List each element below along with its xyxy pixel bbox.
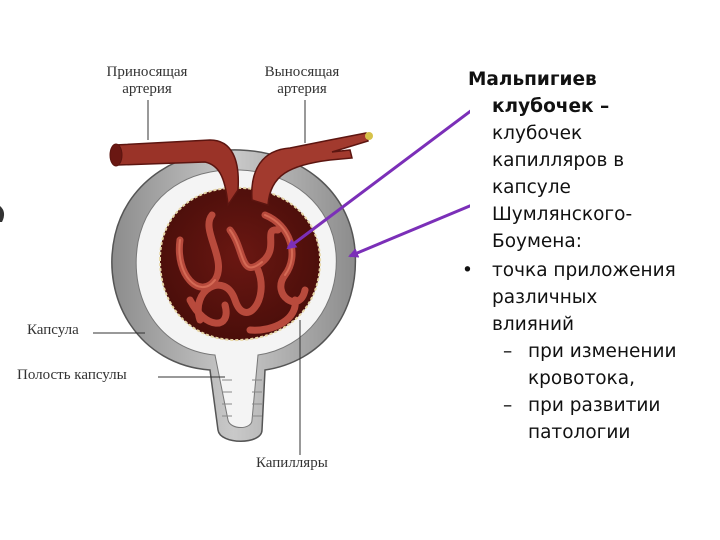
edge-mark (0, 206, 4, 222)
subitem-2-line-1: при развитии (528, 392, 718, 419)
label-capsule: Капсула (27, 322, 79, 339)
subitem-1-line-1: при изменении (528, 338, 718, 365)
bullet-line-3: влияний (492, 311, 718, 338)
efferent-artery-tip (365, 132, 373, 140)
text-panel: Мальпигиев клубочек – клубочек капилляро… (468, 66, 718, 446)
description-line-2: капилляров в (468, 147, 718, 174)
glomerulus-diagram (0, 0, 470, 540)
description-line-1: клубочек (468, 120, 718, 147)
subitem-2-line-2: патологии (528, 419, 718, 446)
arrow-to-glomerulus (288, 101, 470, 248)
label-afferent-artery: Приносящая артерия (92, 64, 202, 98)
label-efferent-artery: Выносящая артерия (252, 64, 352, 98)
description-line-4: Шумлянского- (468, 201, 718, 228)
label-capsule-cavity: Полость капсулы (17, 367, 127, 384)
title-line-1: Мальпигиев (468, 66, 718, 93)
bullet-line-1: точка приложения (492, 257, 718, 284)
subitem-1-line-2: кровотока, (528, 365, 718, 392)
dash-icon: – (503, 392, 512, 419)
bullet-line-2: различных (492, 284, 718, 311)
arrow-to-capsule (350, 200, 470, 256)
bullet-dot-icon: • (462, 257, 473, 284)
description-line-5: Боумена: (468, 228, 718, 255)
subitem-2: – при развитии патологии (468, 392, 718, 446)
label-capillaries: Капилляры (256, 455, 328, 472)
description-line-3: капсуле (468, 174, 718, 201)
subitem-1: – при изменении кровотока, (468, 338, 718, 392)
title-line-2: клубочек – (468, 93, 718, 120)
afferent-artery-end (110, 144, 122, 166)
bullet-item: • точка приложения различных влияний (468, 257, 718, 338)
dash-icon: – (503, 338, 512, 365)
